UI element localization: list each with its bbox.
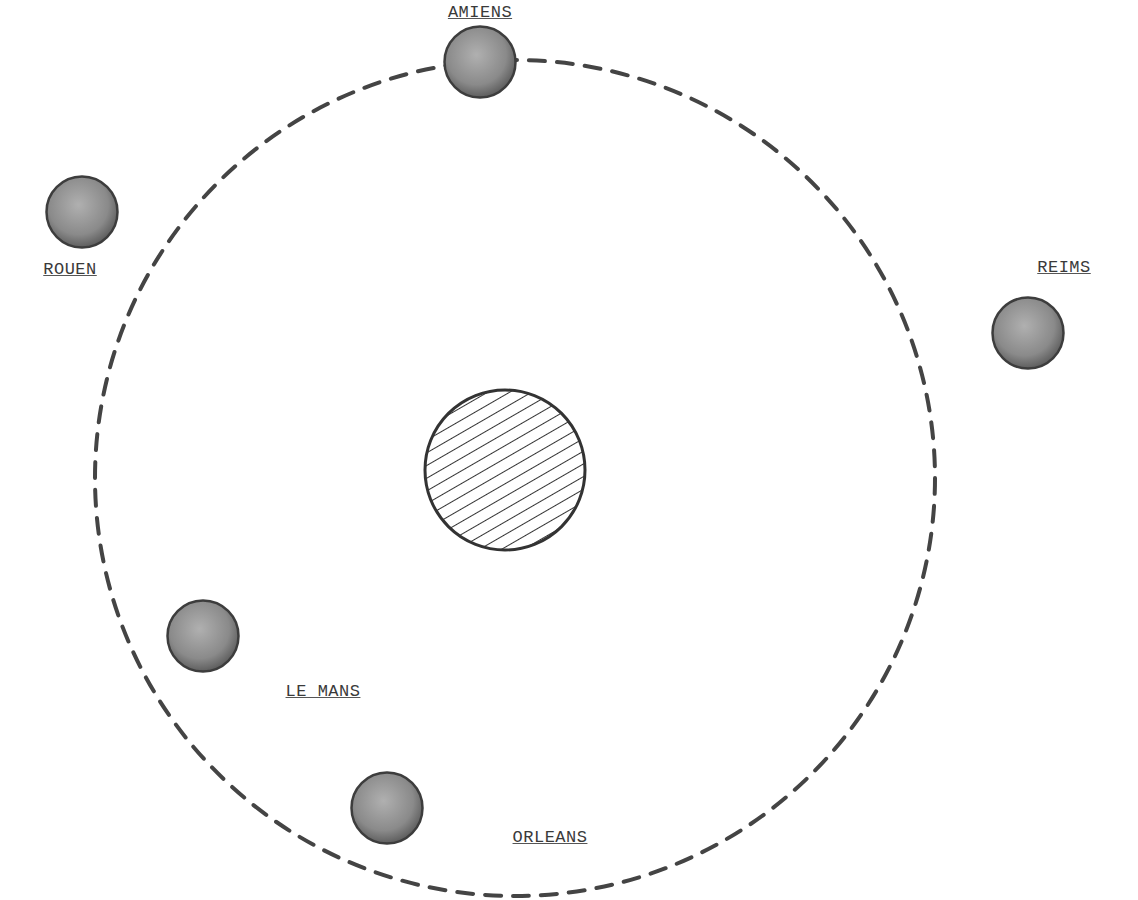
dashed-orbit bbox=[95, 60, 935, 896]
city-label: ORLEANS bbox=[511, 828, 590, 848]
city-label: AMIENS bbox=[446, 3, 514, 23]
city-sphere bbox=[350, 771, 424, 845]
city-sphere bbox=[443, 25, 517, 99]
hatched-center bbox=[425, 390, 585, 550]
city-node: AMIENS bbox=[443, 25, 517, 99]
city-node: REIMS bbox=[991, 296, 1065, 370]
city-sphere bbox=[166, 599, 240, 673]
city-node: ORLEANS bbox=[350, 771, 424, 845]
city-circle bbox=[47, 177, 118, 248]
city-node: LE MANS bbox=[166, 599, 240, 673]
city-circle bbox=[445, 27, 516, 98]
city-label: REIMS bbox=[1035, 258, 1093, 278]
city-circle bbox=[168, 601, 239, 672]
city-sphere bbox=[991, 296, 1065, 370]
city-circle bbox=[352, 773, 423, 844]
city-label: ROUEN bbox=[41, 260, 99, 280]
city-sphere bbox=[45, 175, 119, 249]
city-label: LE MANS bbox=[284, 682, 363, 702]
city-node: ROUEN bbox=[45, 175, 119, 249]
city-circle bbox=[993, 298, 1064, 369]
